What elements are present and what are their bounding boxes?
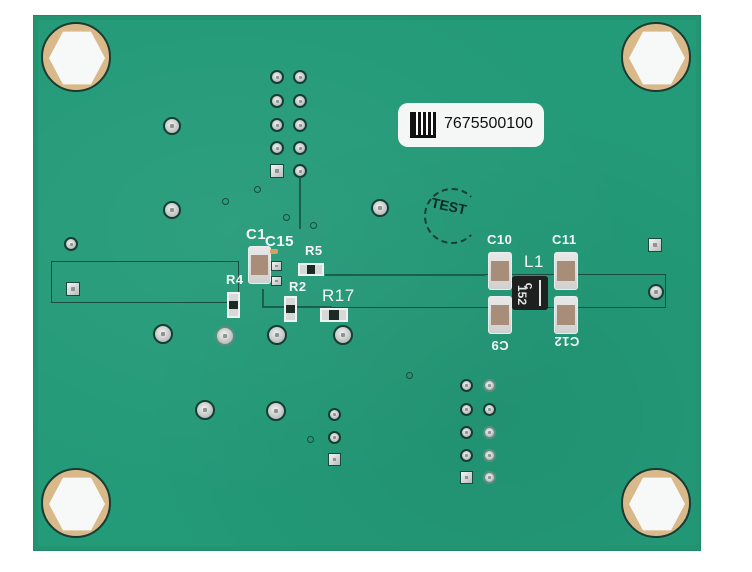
- header-pin: [328, 431, 341, 444]
- through-hole-pin: [195, 400, 215, 420]
- small-via: [310, 222, 317, 229]
- header-pin: [328, 408, 341, 421]
- header-pin: [293, 164, 307, 178]
- header-pin: [483, 379, 496, 392]
- silk-r4: R4: [226, 272, 244, 287]
- serial-number-text: 7675500100: [444, 115, 533, 132]
- header-pin: [293, 118, 307, 132]
- silk-r2: R2: [289, 279, 307, 294]
- header-pin: [293, 141, 307, 155]
- header-pin: [460, 449, 473, 462]
- silk-c1: C1: [246, 226, 267, 243]
- small-via: [307, 436, 314, 443]
- hex-nut-icon: [49, 477, 105, 531]
- header-pin-1: [460, 471, 473, 484]
- through-hole-pin: [333, 325, 353, 345]
- header-pin: [483, 471, 496, 484]
- header-pin: [270, 141, 284, 155]
- through-hole-pin: [163, 117, 181, 135]
- header-pin-1: [328, 453, 341, 466]
- capacitor-c15-pad: [271, 261, 282, 271]
- hex-nut-icon: [629, 31, 685, 85]
- through-hole-pin: [153, 324, 173, 344]
- small-via: [406, 372, 413, 379]
- capacitor-c10: [488, 252, 512, 290]
- capacitor-c11: [554, 252, 578, 290]
- hex-nut-icon: [629, 477, 685, 531]
- header-pin: [483, 449, 496, 462]
- header-pin: [270, 70, 284, 84]
- silk-c12: C12: [554, 334, 580, 349]
- trace: [262, 306, 332, 308]
- inductor-marking-2: 152: [515, 284, 530, 306]
- header-pin: [270, 118, 284, 132]
- through-hole-pin: [267, 325, 287, 345]
- silk-l1: L1: [524, 252, 544, 271]
- test-stamp-ring: [424, 188, 480, 244]
- inductor-l1: c 152: [512, 276, 548, 310]
- resistor-r2: [284, 296, 297, 322]
- header-pin: [460, 379, 473, 392]
- through-hole-pin: [266, 401, 286, 421]
- small-via: [222, 198, 229, 205]
- silk-c10: C10: [487, 232, 513, 247]
- capacitor-c9: [488, 296, 512, 334]
- resistor-r4: [227, 292, 240, 318]
- standoff-bottom-right: [621, 468, 691, 538]
- through-hole-pin: [371, 199, 389, 217]
- header-pin: [293, 70, 307, 84]
- copper-outline-left: [51, 261, 239, 303]
- resistor-r17: [320, 308, 348, 322]
- connector-pin-1: [66, 282, 80, 296]
- serial-number-sticker: 7675500100: [398, 103, 544, 147]
- header-pin: [293, 94, 307, 108]
- silk-r17: R17: [322, 286, 355, 305]
- connector-pin-1: [648, 238, 662, 252]
- trace: [262, 289, 264, 307]
- header-pin: [460, 403, 473, 416]
- silk-c9: C9: [491, 338, 509, 353]
- through-hole-pin: [163, 201, 181, 219]
- capacitor-c15-pad: [271, 276, 282, 286]
- standoff-top-left: [41, 22, 111, 92]
- header-pin: [483, 403, 496, 416]
- small-via: [283, 214, 290, 221]
- silk-c11: C11: [552, 232, 577, 247]
- silk-c15: C15: [265, 233, 295, 250]
- silk-r5: R5: [305, 243, 323, 258]
- resistor-r5: [298, 263, 324, 276]
- trace: [325, 274, 485, 276]
- trace: [299, 177, 301, 229]
- capacitor-c12: [554, 296, 578, 334]
- polarity-bar: [539, 280, 541, 306]
- header-pin-1: [270, 164, 284, 178]
- standoff-top-right: [621, 22, 691, 92]
- through-hole-pin: [215, 326, 235, 346]
- standoff-bottom-left: [41, 468, 111, 538]
- connector-pin: [64, 237, 78, 251]
- header-pin: [270, 94, 284, 108]
- pcb-board: [33, 15, 701, 551]
- data-matrix-barcode-icon: [410, 112, 436, 138]
- capacitor-c1: [248, 246, 271, 284]
- small-via: [254, 186, 261, 193]
- connector-pin: [648, 284, 664, 300]
- header-pin: [460, 426, 473, 439]
- capacitor-c15-pad: [270, 249, 278, 254]
- header-pin: [483, 426, 496, 439]
- hex-nut-icon: [49, 31, 105, 85]
